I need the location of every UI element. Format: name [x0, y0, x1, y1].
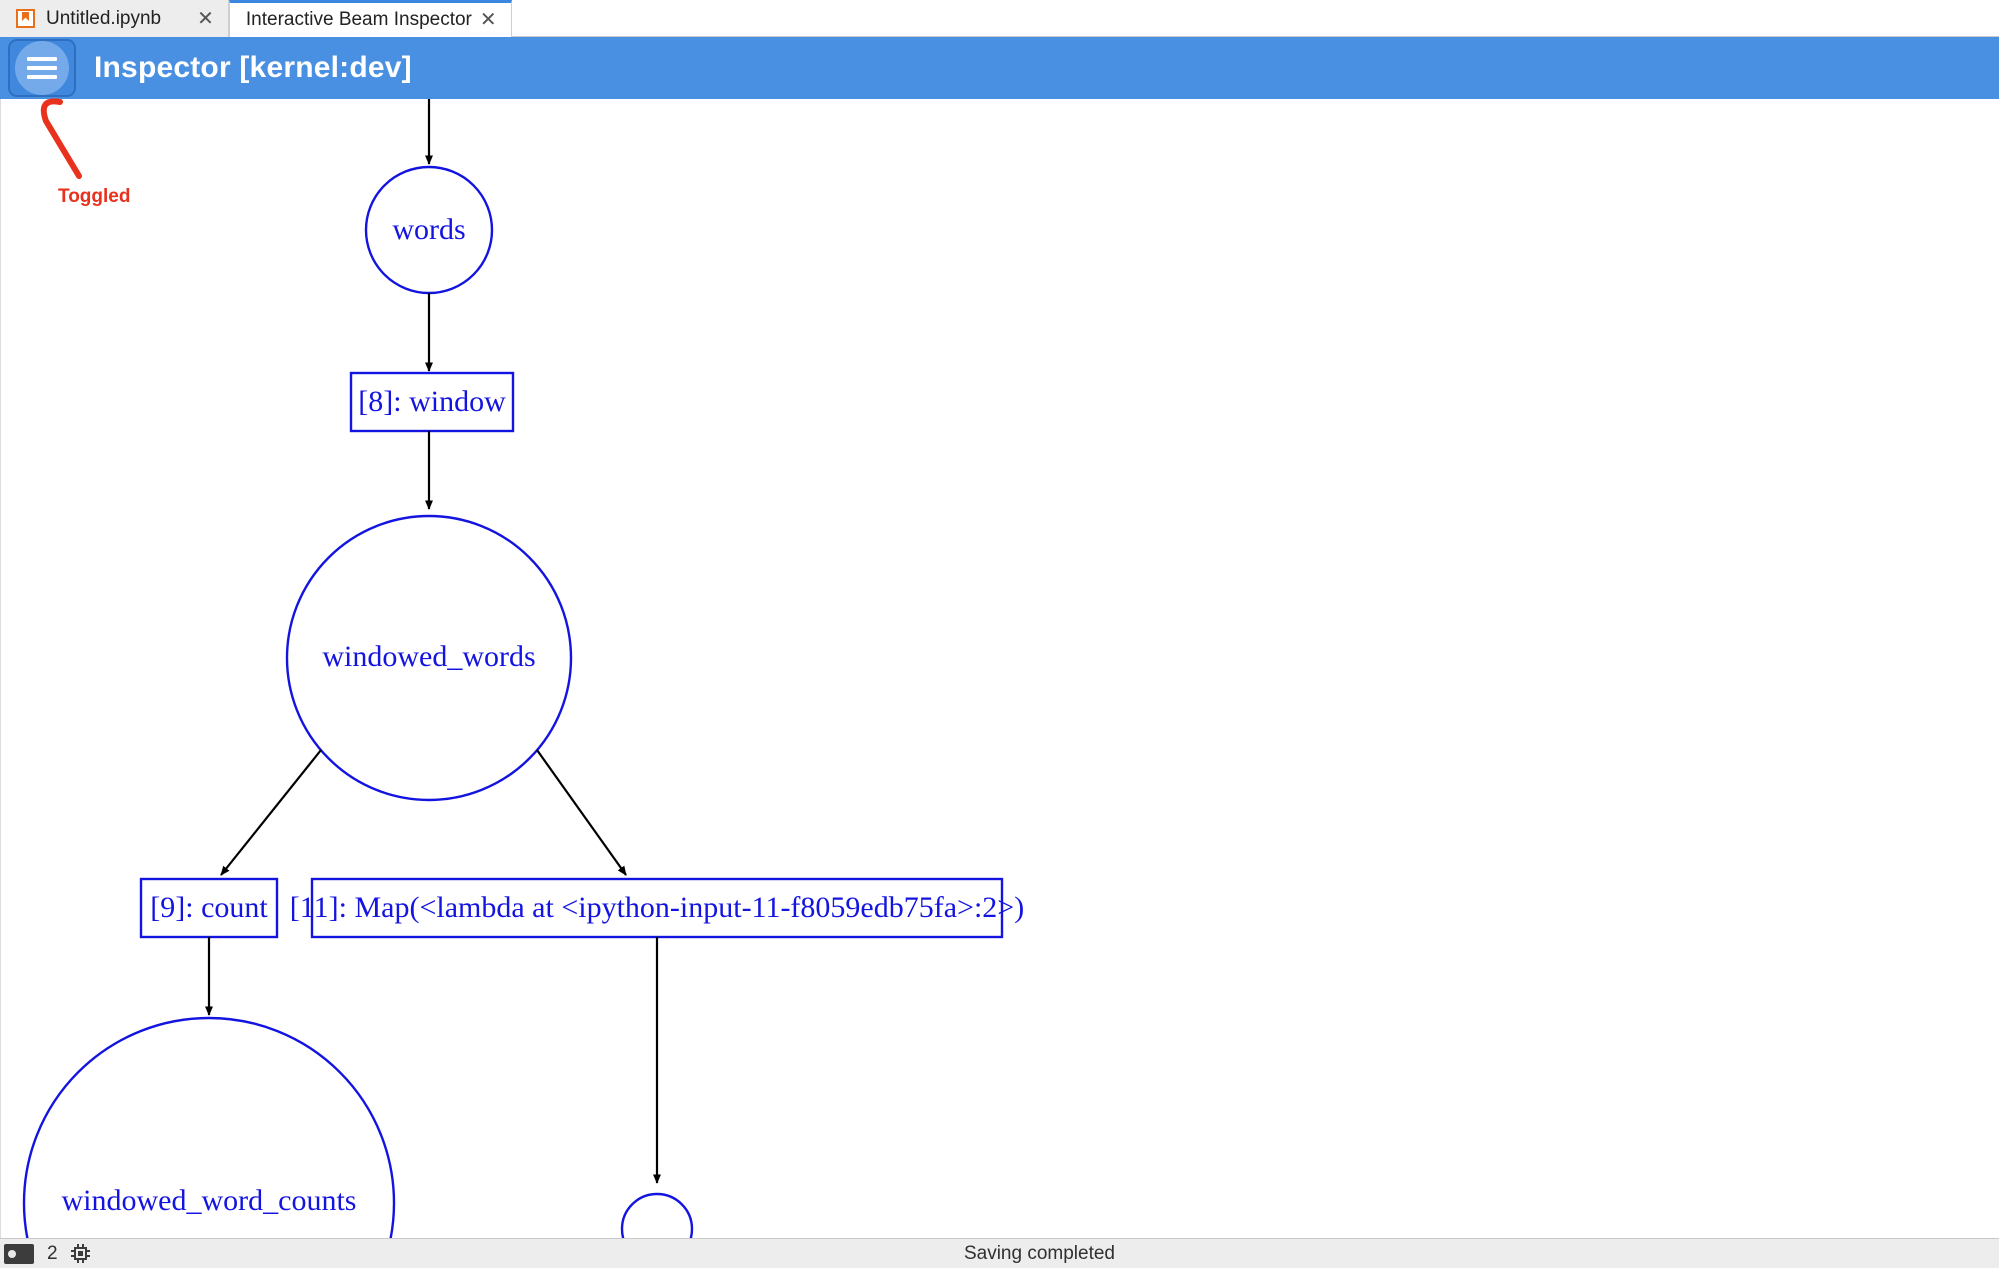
node-label: words — [392, 213, 465, 246]
tab-label: Interactive Beam Inspector — [245, 9, 472, 30]
page-title: Inspector [kernel:dev] — [94, 51, 412, 84]
graph-node-words[interactable]: words — [364, 165, 494, 295]
close-icon[interactable]: ✕ — [479, 9, 497, 31]
kernel-chip-icon[interactable] — [70, 1244, 90, 1263]
node-label: windowed_word_counts — [62, 1184, 357, 1217]
graph-node-unnamed-pcoll[interactable] — [620, 1192, 694, 1238]
notebook-icon — [16, 9, 35, 28]
node-label: [11]: Map(<lambda at <ipython-input-11-f… — [290, 891, 1024, 924]
status-bar-left: 2 — [0, 1243, 90, 1265]
inspector-header: Inspector [kernel:dev] — [0, 37, 1999, 99]
node-label: [9]: count — [150, 891, 268, 924]
node-label: [8]: window — [358, 385, 506, 418]
tab-bar: Untitled.ipynb ✕ Interactive Beam Inspec… — [0, 0, 1999, 37]
close-icon[interactable]: ✕ — [197, 7, 214, 30]
kernel-count: 2 — [47, 1242, 58, 1264]
terminal-icon[interactable] — [4, 1243, 34, 1264]
pipeline-graph: words [8]: window windowed_words — [22, 99, 1024, 1238]
graph-node-windowed-words[interactable]: windowed_words — [285, 514, 573, 802]
tab-label: Untitled.ipynb — [46, 7, 162, 29]
edge-windowed-words-to-map — [536, 749, 627, 876]
status-bar: 2 Saving completed — [0, 1238, 1999, 1268]
status-message: Saving completed — [963, 1242, 1116, 1264]
annotation-label: Toggled — [58, 186, 131, 207]
tab-interactive-beam-inspector[interactable]: Interactive Beam Inspector ✕ — [228, 0, 512, 37]
graph-node-count[interactable]: [9]: count — [139, 877, 279, 939]
status-bar-message-wrap: Saving completed — [0, 1243, 1999, 1265]
tab-bar-filler — [511, 0, 1999, 36]
hamburger-menu-button[interactable] — [8, 39, 76, 97]
graph-node-map[interactable]: [11]: Map(<lambda at <ipython-input-11-f… — [290, 877, 1024, 939]
edge-windowed-words-to-count — [220, 749, 322, 876]
tab-untitled-notebook[interactable]: Untitled.ipynb ✕ — [0, 0, 229, 37]
graph-node-window[interactable]: [8]: window — [349, 371, 515, 433]
graph-node-windowed-word-counts[interactable]: windowed_word_counts — [22, 1016, 396, 1238]
graph-canvas[interactable]: words [8]: window windowed_words — [0, 99, 1999, 1238]
hamburger-menu-icon — [27, 57, 57, 79]
node-label: windowed_words — [322, 640, 535, 673]
